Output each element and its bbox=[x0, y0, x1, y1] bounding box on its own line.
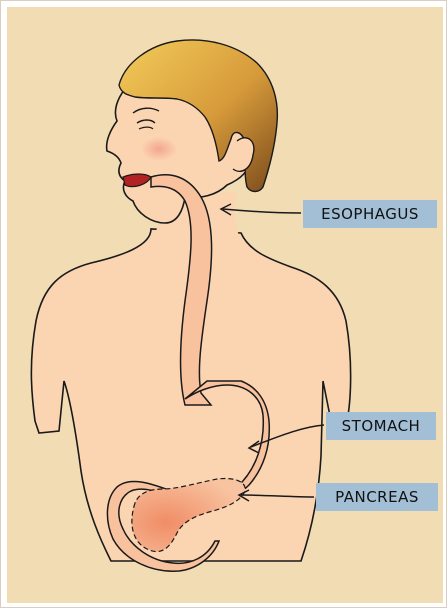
label-pancreas: PANCREAS bbox=[316, 483, 438, 511]
cheek-blush bbox=[141, 137, 177, 161]
label-stomach: STOMACH bbox=[326, 412, 436, 440]
label-esophagus: ESOPHAGUS bbox=[303, 200, 437, 228]
